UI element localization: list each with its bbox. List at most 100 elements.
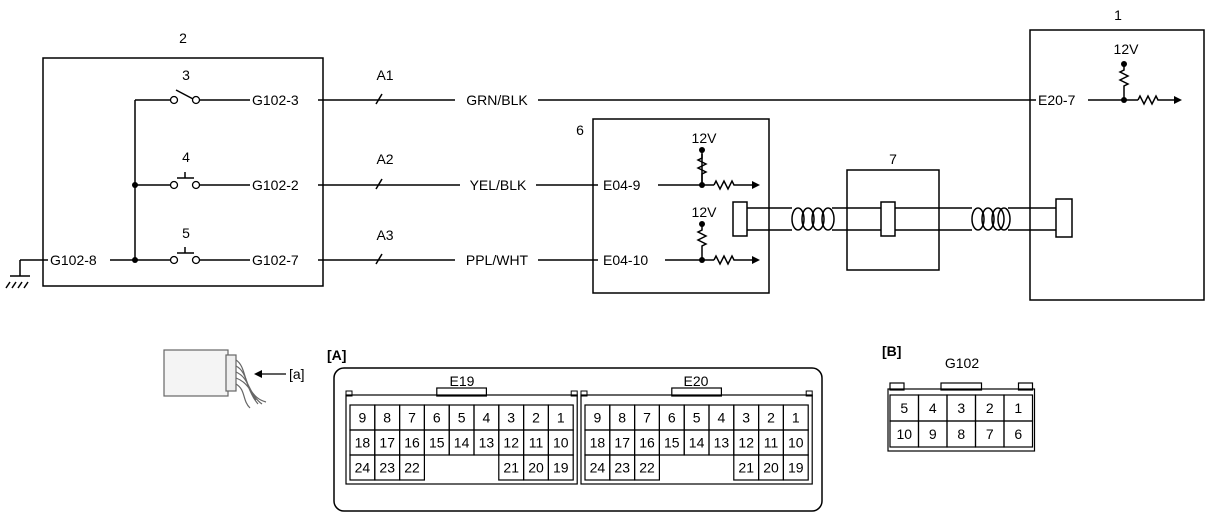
wire-ppl-wht: PPL/WHT [466, 252, 529, 268]
e19-pin-10: 10 [547, 429, 574, 456]
svg-text:13: 13 [479, 435, 495, 451]
svg-text:24: 24 [590, 460, 606, 476]
pin-g102-2: G102-2 [252, 177, 299, 193]
unit-1-number: 1 [1114, 7, 1122, 23]
e20-pin-5: 5 [683, 404, 710, 431]
e20-pin-13: 13 [708, 429, 735, 456]
e20-pin-23: 23 [609, 454, 636, 481]
svg-text:10: 10 [788, 435, 804, 451]
connector-e19-label: E19 [450, 373, 475, 389]
svg-text:18: 18 [355, 435, 371, 451]
svg-text:7: 7 [986, 426, 994, 442]
svg-text:15: 15 [664, 435, 680, 451]
pin-e20-7: E20-7 [1038, 92, 1076, 108]
e20-pin-4: 4 [708, 404, 735, 431]
connector-b-label: [B] [882, 343, 901, 359]
e20-pin-3: 3 [733, 404, 760, 431]
svg-text:22: 22 [404, 460, 420, 476]
unit-2-number: 2 [179, 30, 187, 46]
connector-a-housing [333, 367, 823, 512]
svg-text:7: 7 [408, 410, 416, 426]
svg-text:5: 5 [458, 410, 466, 426]
svg-text:13: 13 [714, 435, 730, 451]
svg-text:7: 7 [643, 410, 651, 426]
svg-text:17: 17 [614, 435, 630, 451]
e19-pin-16: 16 [399, 429, 426, 456]
circuit-a3-label: A3 [376, 227, 393, 243]
e20-pin-24: 24 [584, 454, 611, 481]
svg-text:19: 19 [788, 460, 804, 476]
connector-e20-label: E20 [684, 373, 709, 389]
svg-text:5: 5 [693, 410, 701, 426]
svg-text:2: 2 [532, 410, 540, 426]
connector-a-label: [A] [327, 347, 346, 363]
e19-pin-8: 8 [374, 404, 401, 431]
e20-pin-9: 9 [584, 404, 611, 431]
e19-pin-6: 6 [423, 404, 450, 431]
g102-pin-10: 10 [889, 420, 920, 448]
e19-pin-19: 19 [547, 454, 574, 481]
svg-text:9: 9 [359, 410, 367, 426]
e19-pin-22: 22 [399, 454, 426, 481]
svg-text:10: 10 [896, 426, 912, 442]
svg-text:3: 3 [742, 410, 750, 426]
unit-6-voltage-top: 12V [692, 130, 718, 146]
e20-pin-16: 16 [633, 429, 660, 456]
e20-pin-19: 19 [782, 454, 809, 481]
svg-text:14: 14 [454, 435, 470, 451]
connector-icon [163, 349, 267, 409]
e19-pin-14: 14 [448, 429, 475, 456]
pin-g102-3: G102-3 [252, 92, 299, 108]
unit-6-number: 6 [576, 122, 584, 138]
svg-text:8: 8 [383, 410, 391, 426]
e19-pin-1: 1 [547, 404, 574, 431]
pin-g102-7: G102-7 [252, 252, 299, 268]
svg-text:3: 3 [957, 400, 965, 416]
svg-text:17: 17 [379, 435, 395, 451]
svg-text:1: 1 [557, 410, 565, 426]
e20-pin-14: 14 [683, 429, 710, 456]
e19-pin-17: 17 [374, 429, 401, 456]
svg-text:3: 3 [507, 410, 515, 426]
unit-2-box [42, 57, 324, 287]
e19-pin-23: 23 [374, 454, 401, 481]
svg-text:1: 1 [1014, 400, 1022, 416]
unit-1-box [1029, 29, 1205, 301]
svg-text:6: 6 [668, 410, 676, 426]
e19-pin-9: 9 [349, 404, 376, 431]
e20-pin-18: 18 [584, 429, 611, 456]
svg-text:4: 4 [929, 400, 937, 416]
switch-3-label: 3 [182, 67, 190, 83]
g102-pin-7: 7 [974, 420, 1005, 448]
g102-pin-9: 9 [917, 420, 948, 448]
e20-pin-20: 20 [757, 454, 784, 481]
e19-pin-4: 4 [473, 404, 500, 431]
e20-pin-21: 21 [733, 454, 760, 481]
e20-pin-12: 12 [733, 429, 760, 456]
svg-text:19: 19 [553, 460, 569, 476]
svg-text:9: 9 [594, 410, 602, 426]
circuit-a2-label: A2 [376, 151, 393, 167]
e20-pin-6: 6 [658, 404, 685, 431]
g102-pin-3: 3 [946, 394, 977, 422]
e19-pin-18: 18 [349, 429, 376, 456]
svg-text:15: 15 [429, 435, 445, 451]
e19-pin-20: 20 [522, 454, 549, 481]
svg-text:21: 21 [738, 460, 754, 476]
e19-pin-2: 2 [522, 404, 549, 431]
svg-text:4: 4 [483, 410, 491, 426]
svg-text:14: 14 [689, 435, 705, 451]
g102-pin-2: 2 [974, 394, 1005, 422]
svg-text:23: 23 [614, 460, 630, 476]
svg-text:6: 6 [1014, 426, 1022, 442]
svg-text:5: 5 [900, 400, 908, 416]
e20-pin-1: 1 [782, 404, 809, 431]
e19-pin-11: 11 [522, 429, 549, 456]
svg-text:20: 20 [528, 460, 544, 476]
switch-4-label: 4 [182, 149, 190, 165]
svg-text:2: 2 [767, 410, 775, 426]
g102-pin-4: 4 [917, 394, 948, 422]
pin-g102-8: G102-8 [50, 252, 97, 268]
